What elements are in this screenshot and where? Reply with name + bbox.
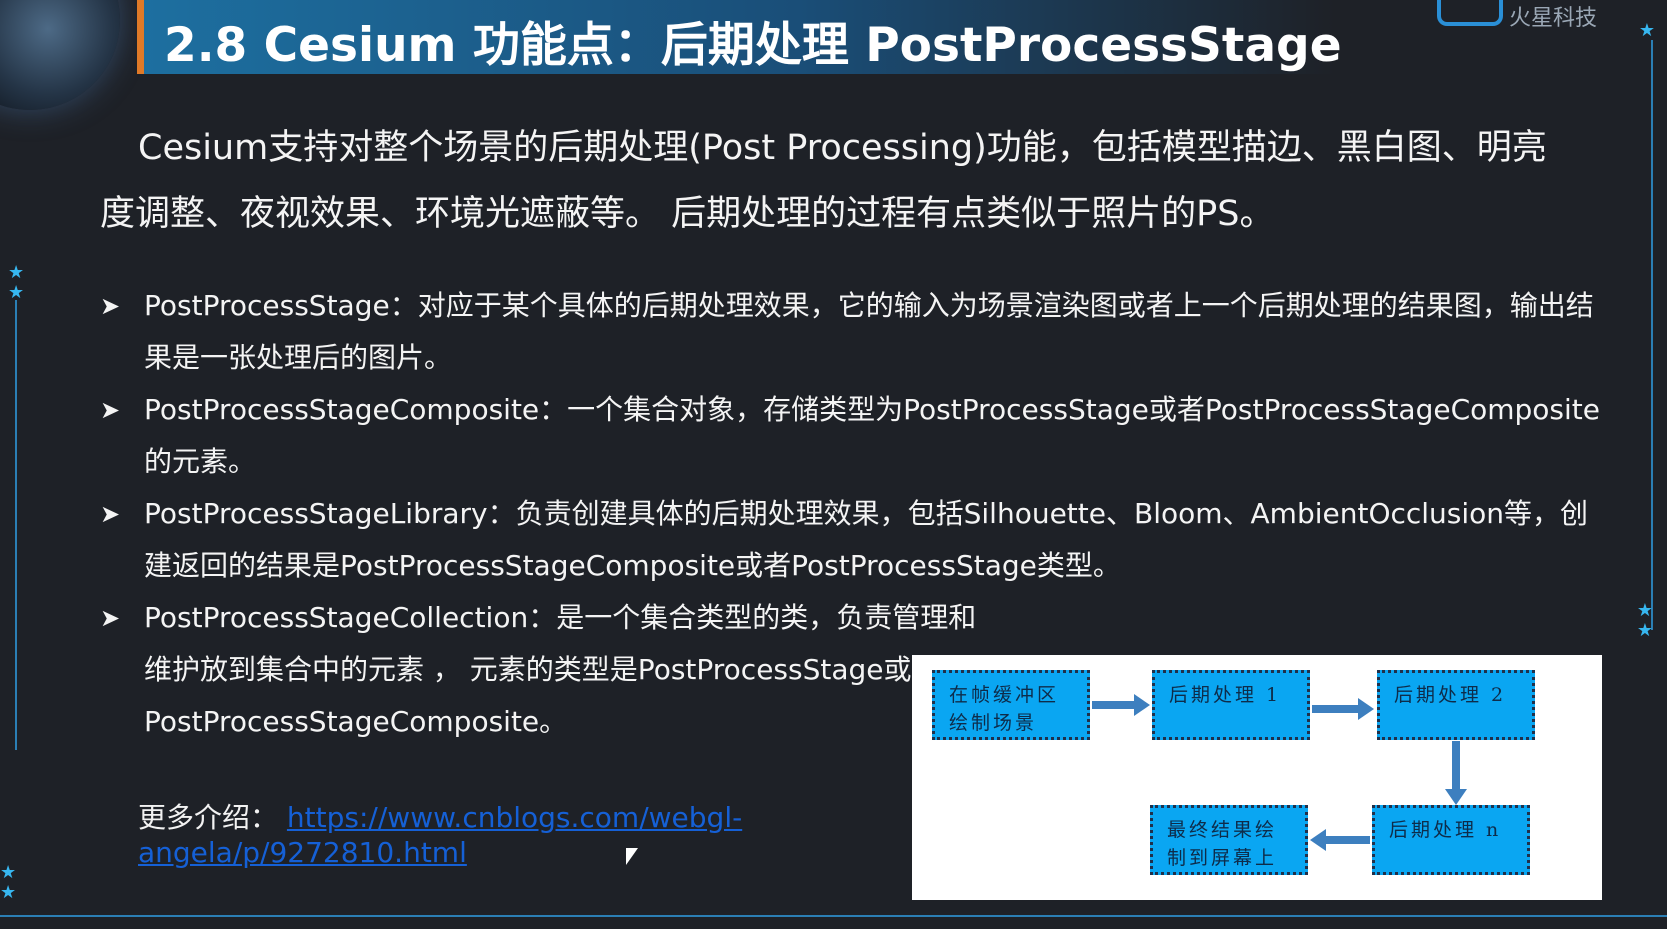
list-item: ➤ PostProcessStageComposite：一个集合对象，存储类型为…	[100, 384, 1600, 488]
bullet-text: PostProcessStage：对应于某个具体的后期处理效果，它的输入为场景渲…	[144, 289, 1594, 374]
bullet-text: PostProcessStageCollection：是一个集合类型的类，负责管…	[144, 601, 977, 738]
list-item: ➤ PostProcessStageLibrary：负责创建具体的后期处理效果，…	[100, 488, 1600, 592]
brand-logo: 火星科技	[1437, 0, 1637, 55]
flow-box-post-2: 后期处理 2	[1377, 670, 1535, 740]
bullet-text: PostProcessStageComposite：一个集合对象，存储类型为Po…	[144, 393, 1601, 478]
bullet-arrow-icon: ➤	[100, 396, 121, 424]
flow-box-post-1: 后期处理 1	[1152, 670, 1310, 740]
bottom-divider	[0, 915, 1667, 917]
bullet-arrow-icon: ➤	[100, 500, 121, 528]
flow-box-draw-scene: 在帧缓冲区绘制场景	[932, 670, 1090, 740]
right-divider	[1651, 40, 1653, 630]
flow-arrow	[1092, 694, 1150, 716]
star-icon: ★	[8, 262, 25, 283]
left-divider	[15, 300, 17, 750]
star-icon: ★	[0, 862, 17, 883]
flow-arrow	[1312, 698, 1374, 720]
logo-mark-icon	[1437, 0, 1503, 26]
list-item: ➤ PostProcessStage：对应于某个具体的后期处理效果，它的输入为场…	[100, 280, 1600, 384]
flow-diagram: 在帧缓冲区绘制场景 后期处理 1 后期处理 2 后期处理 n 最终结果绘制到屏幕…	[912, 655, 1602, 900]
globe-decoration	[0, 0, 120, 110]
flow-box-final: 最终结果绘制到屏幕上	[1150, 805, 1308, 875]
page-title: 2.8 Cesium 功能点：后期处理 PostProcessStage	[164, 18, 1342, 73]
star-icon: ★	[1636, 620, 1653, 641]
flow-arrow	[1445, 741, 1467, 805]
more-info-label: 更多介绍：	[138, 801, 279, 834]
title-bar: 2.8 Cesium 功能点：后期处理 PostProcessStage	[137, 0, 1342, 74]
star-icon: ★	[0, 882, 17, 903]
brand-name: 火星科技	[1509, 6, 1598, 31]
star-icon: ★	[1636, 600, 1653, 621]
flow-box-post-n: 后期处理 n	[1372, 805, 1530, 875]
bullet-text: PostProcessStageLibrary：负责创建具体的后期处理效果，包括…	[144, 497, 1589, 582]
bullet-arrow-icon: ➤	[100, 292, 121, 320]
star-icon: ★	[8, 282, 25, 303]
flow-arrow	[1310, 829, 1370, 851]
bullet-list: ➤ PostProcessStage：对应于某个具体的后期处理效果，它的输入为场…	[100, 280, 1600, 748]
more-info: 更多介绍： https://www.cnblogs.com/webgl-ange…	[138, 800, 818, 870]
more-info-link[interactable]: https://www.cnblogs.com/webgl-angela/p/9…	[138, 801, 743, 869]
list-item: ➤ PostProcessStageCollection：是一个集合类型的类，负…	[100, 592, 984, 748]
intro-paragraph: Cesium支持对整个场景的后期处理(Post Processing)功能，包括…	[100, 128, 1547, 234]
bullet-arrow-icon: ➤	[100, 604, 121, 632]
star-icon: ★	[1638, 20, 1655, 41]
